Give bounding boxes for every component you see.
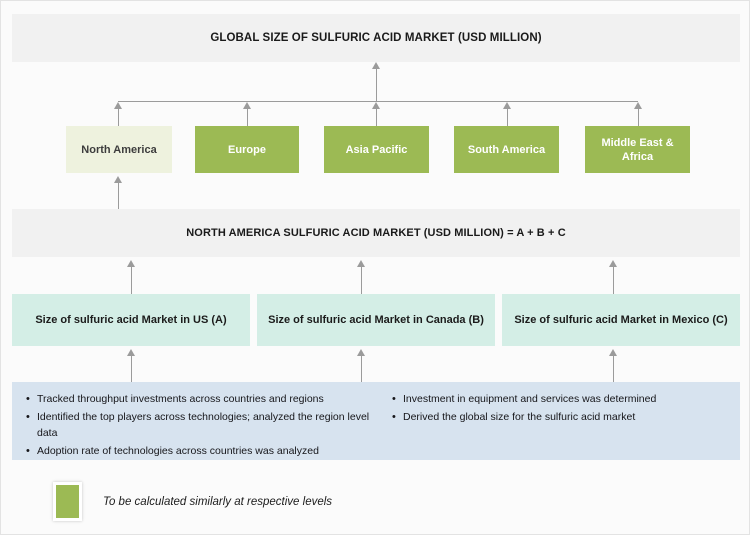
- connector-europe-riser: [247, 109, 248, 126]
- legend-swatch-green: [53, 482, 82, 521]
- note-item: • Investment in equipment and services w…: [392, 391, 732, 407]
- arrow-to-middle-east-africa-icon: [634, 102, 642, 109]
- connector-middle-east-africa-riser: [638, 109, 639, 126]
- connector-notes-mexico-stem: [613, 356, 614, 382]
- note-text: Investment in equipment and services was…: [403, 393, 657, 405]
- connector-notes-canada-stem: [361, 356, 362, 382]
- note-item: • Identified the top players across tech…: [26, 409, 376, 441]
- country-box-mexico[interactable]: Size of sulfuric acid Market in Mexico (…: [502, 294, 740, 346]
- note-text: Derived the global size for the sulfuric…: [403, 411, 636, 423]
- connector-global-stem: [376, 69, 377, 102]
- note-item: • Adoption rate of technologies across c…: [26, 443, 376, 459]
- region-box-europe[interactable]: Europe: [195, 126, 299, 173]
- note-item: • Derived the global size for the sulfur…: [392, 409, 732, 425]
- country-box-us[interactable]: Size of sulfuric acid Market in US (A): [12, 294, 250, 346]
- north-america-market-header: NORTH AMERICA SULFURIC ACID MARKET (USD …: [12, 209, 740, 257]
- note-text: Tracked throughput investments across co…: [37, 393, 324, 405]
- connector-mexico-stem: [613, 267, 614, 294]
- notes-column-left: • Tracked throughput investments across …: [12, 382, 384, 460]
- note-text: Adoption rate of technologies across cou…: [37, 445, 319, 457]
- region-box-middle-east-africa[interactable]: Middle East & Africa: [585, 126, 690, 173]
- connector-canada-stem: [361, 267, 362, 294]
- arrow-to-south-america-icon: [503, 102, 511, 109]
- legend: To be calculated similarly at respective…: [53, 482, 332, 521]
- note-text: Identified the top players across techno…: [37, 411, 370, 439]
- arrow-to-global-header-icon: [372, 62, 380, 69]
- bullet-icon: •: [26, 411, 30, 423]
- arrow-canada-to-na-header-icon: [357, 260, 365, 267]
- bullet-icon: •: [26, 445, 30, 457]
- notes-column-right: • Investment in equipment and services w…: [384, 382, 740, 460]
- arrow-to-north-america-icon: [114, 102, 122, 109]
- connector-notes-us-stem: [131, 356, 132, 382]
- region-box-south-america[interactable]: South America: [454, 126, 559, 173]
- connector-us-stem: [131, 267, 132, 294]
- region-box-north-america[interactable]: North America: [66, 126, 172, 173]
- bullet-icon: •: [392, 393, 396, 405]
- bullet-icon: •: [26, 393, 30, 405]
- arrow-notes-to-us-icon: [127, 349, 135, 356]
- arrow-to-europe-icon: [243, 102, 251, 109]
- bullet-icon: •: [392, 411, 396, 423]
- arrow-na-header-to-region-icon: [114, 176, 122, 183]
- connector-north-america-riser: [118, 109, 119, 126]
- arrow-notes-to-canada-icon: [357, 349, 365, 356]
- connector-south-america-riser: [507, 109, 508, 126]
- connector-na-header-stem: [118, 183, 119, 209]
- arrow-to-asia-pacific-icon: [372, 102, 380, 109]
- arrow-notes-to-mexico-icon: [609, 349, 617, 356]
- arrow-mexico-to-na-header-icon: [609, 260, 617, 267]
- methodology-notes-panel: • Tracked throughput investments across …: [12, 382, 740, 460]
- legend-label: To be calculated similarly at respective…: [103, 495, 333, 508]
- arrow-us-to-na-header-icon: [127, 260, 135, 267]
- global-market-header: GLOBAL SIZE OF SULFURIC ACID MARKET (USD…: [12, 14, 740, 62]
- note-item: • Tracked throughput investments across …: [26, 391, 376, 407]
- region-box-asia-pacific[interactable]: Asia Pacific: [324, 126, 429, 173]
- connector-asia-pacific-riser: [376, 109, 377, 126]
- country-box-canada[interactable]: Size of sulfuric acid Market in Canada (…: [257, 294, 495, 346]
- connector-region-bus: [118, 101, 638, 102]
